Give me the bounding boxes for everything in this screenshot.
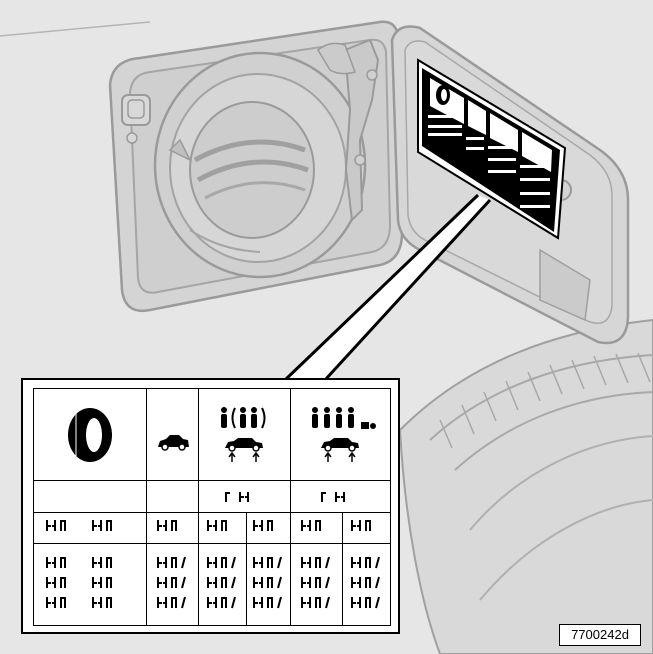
fuel-cap (153, 51, 367, 279)
placeholder-glyphs (46, 556, 112, 608)
flap-label-small (417, 58, 567, 240)
placeholder-glyphs (350, 520, 371, 531)
placeholder-glyphs (156, 520, 177, 531)
vehicle-row-2 (146, 543, 199, 626)
tire-row-2 (33, 543, 147, 626)
normal-rear-row-2 (246, 543, 291, 626)
normal-load-spec-cell (198, 480, 291, 513)
vehicle-spec-cell (146, 480, 199, 513)
tire-spec-cell (33, 480, 147, 513)
full-rear-row-2 (342, 543, 391, 626)
vehicle-row-1 (146, 512, 199, 544)
full-front-row-1 (290, 512, 343, 544)
normal-load-cell (198, 388, 291, 481)
placeholder-glyphs (350, 556, 380, 608)
placeholder-glyphs (252, 520, 273, 531)
tire-row-1 (33, 512, 147, 544)
placeholder-glyphs (300, 520, 321, 531)
tire (398, 318, 653, 654)
full-rear-row-1 (342, 512, 391, 544)
placeholder-glyphs (206, 520, 227, 531)
normal-front-row-2 (198, 543, 247, 626)
normal-rear-row-1 (246, 512, 291, 544)
tire-cell (33, 388, 147, 481)
placeholder-glyphs (46, 520, 112, 531)
full-load-cell (290, 388, 391, 481)
body-crease-line (0, 21, 151, 37)
passengers-and-luggage-icon (311, 406, 376, 462)
car-icon (157, 434, 189, 451)
normal-front-row-1 (198, 512, 247, 544)
placeholder-glyphs (156, 556, 186, 608)
callout-pointer (283, 193, 492, 382)
tire-pressure-label-callout (21, 378, 400, 634)
placeholder-glyphs (252, 556, 282, 608)
figure-reference-id: 7700242d (559, 624, 641, 646)
full-load-spec-cell (290, 480, 391, 513)
placeholder-glyphs (300, 556, 330, 608)
vehicle-cell (146, 388, 199, 481)
flap-hinge (317, 38, 380, 223)
full-front-row-2 (290, 543, 343, 626)
placeholder-glyphs (320, 491, 345, 502)
tire-pressure-label-table (33, 388, 391, 626)
tire-icon (68, 407, 112, 462)
placeholder-glyphs (206, 556, 236, 608)
four-passengers-icon (220, 406, 265, 462)
placeholder-glyphs (224, 491, 249, 502)
